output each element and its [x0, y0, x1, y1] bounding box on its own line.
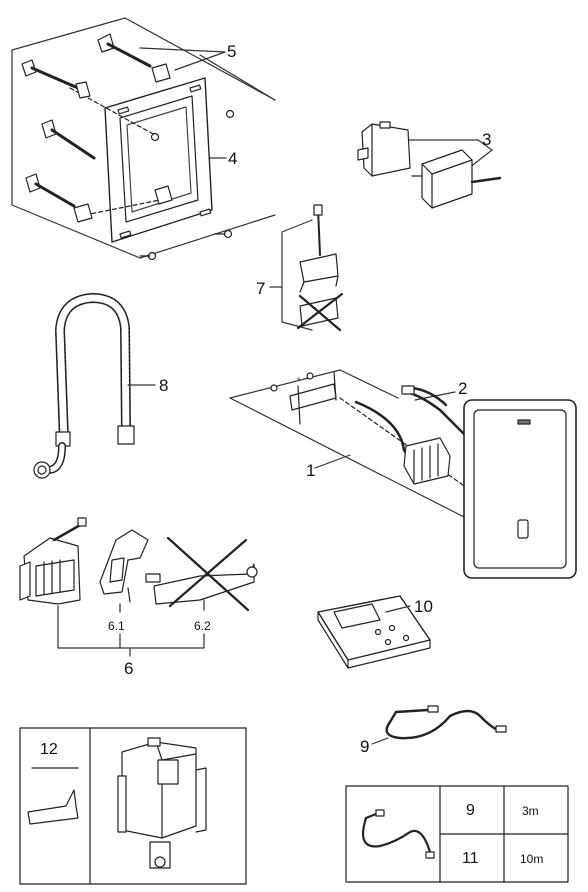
- label-part-10: 10: [414, 597, 433, 616]
- label-part-3: 3: [482, 130, 492, 149]
- label-part-4: 4: [228, 149, 238, 168]
- mounting-frame-assembly: [11, 17, 276, 261]
- remote-control: [317, 595, 431, 669]
- table-row-1-length: 3m: [522, 804, 539, 818]
- label-part-12: 12: [40, 741, 58, 758]
- label-part-2: 2: [458, 379, 468, 398]
- sensor-plate-assembly: [229, 369, 577, 579]
- table-row-1-part: 9: [466, 802, 475, 819]
- cable-length-table: [345, 785, 569, 883]
- box-12-install-module: [19, 727, 247, 885]
- table-row-2-length: 10m: [520, 852, 544, 866]
- bracket-assembly: [19, 517, 258, 657]
- label-part-8: 8: [159, 376, 169, 395]
- table-row-2-part: 11: [462, 850, 479, 867]
- label-part-6-2: 6.2: [194, 619, 211, 633]
- label-part-5: 5: [227, 42, 237, 61]
- label-part-6-1: 6.1: [108, 619, 125, 633]
- label-part-1: 1: [306, 461, 316, 480]
- cable-9: [371, 705, 507, 745]
- label-part-6: 6: [124, 659, 134, 678]
- control-box-assembly: [357, 121, 502, 209]
- clip-assembly: [269, 204, 344, 332]
- label-part-7: 7: [256, 279, 266, 298]
- label-part-9: 9: [360, 737, 370, 756]
- braided-hose: [33, 293, 156, 479]
